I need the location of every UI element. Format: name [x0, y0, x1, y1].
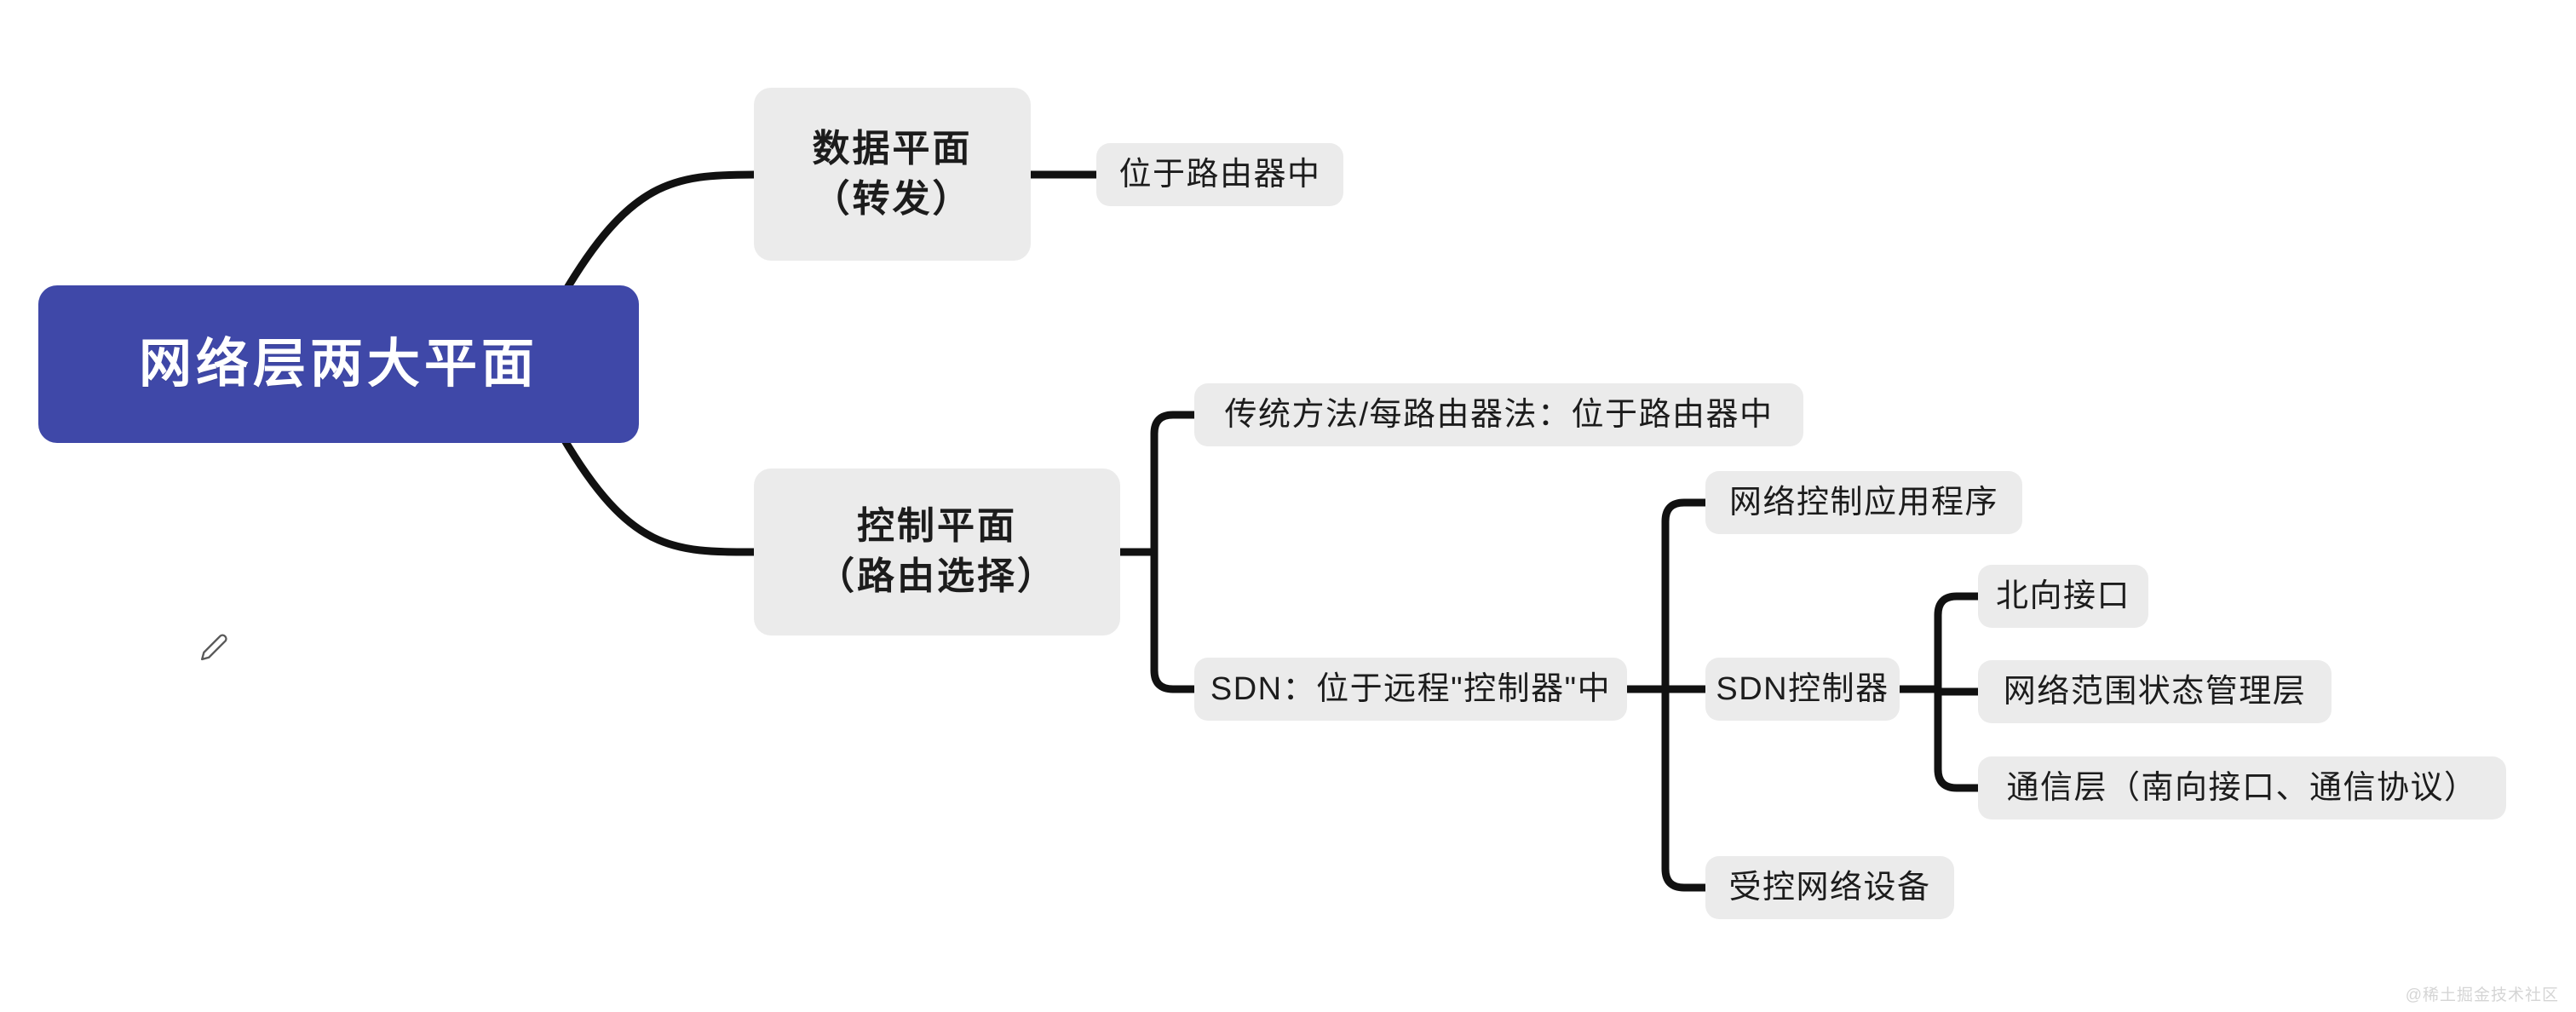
edge-sdn-trunk — [1661, 498, 1710, 892]
node-root[interactable]: 网络层两大平面 — [38, 285, 639, 443]
edge-root-to-control-plane — [558, 432, 758, 556]
node-northbound-interface[interactable]: 北向接口 — [1978, 565, 2148, 628]
node-sdn[interactable]: SDN：位于远程"控制器"中 — [1194, 658, 1627, 721]
node-communication-layer[interactable]: 通信层（南向接口、通信协议） — [1978, 756, 2506, 819]
node-control-plane[interactable]: 控制平面 （路由选择） — [754, 469, 1120, 635]
node-network-control-app[interactable]: 网络控制应用程序 — [1705, 471, 2022, 534]
edge-controller-trunk — [1934, 592, 1982, 792]
pencil-icon — [200, 634, 227, 661]
node-data-plane-location[interactable]: 位于路由器中 — [1096, 143, 1343, 206]
edge-control-plane-trunk — [1150, 411, 1199, 693]
node-data-plane[interactable]: 数据平面 （转发） — [754, 88, 1031, 261]
node-network-wide-state-mgmt[interactable]: 网络范围状态管理层 — [1978, 660, 2332, 723]
node-traditional-method[interactable]: 传统方法/每路由器法：位于路由器中 — [1194, 383, 1803, 446]
node-sdn-controller[interactable]: SDN控制器 — [1705, 658, 1900, 721]
node-controlled-devices[interactable]: 受控网络设备 — [1705, 856, 1954, 919]
watermark: @稀土掘金技术社区 — [2405, 986, 2559, 1004]
edge-root-to-data-plane — [558, 170, 758, 301]
